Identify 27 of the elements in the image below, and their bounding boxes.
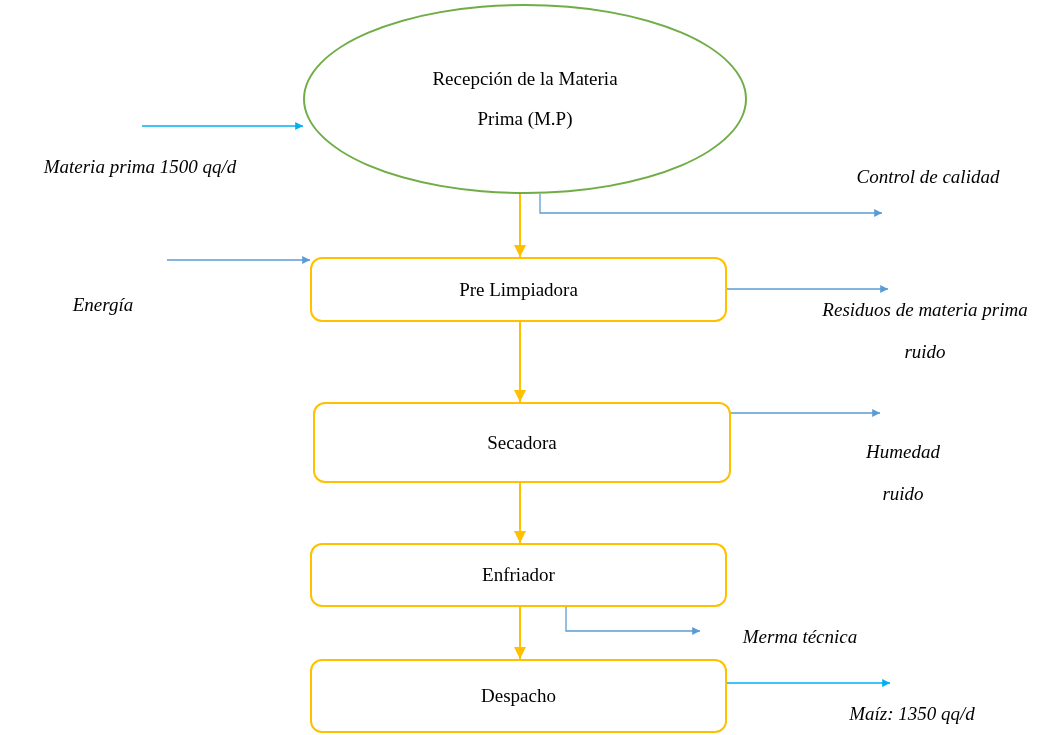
arrow <box>514 321 526 403</box>
edge-label: Residuos de materia prima ruido <box>821 298 1029 364</box>
arrow <box>514 193 526 258</box>
edge-label: Merma técnica <box>741 625 859 649</box>
process-box <box>310 659 727 733</box>
arrow <box>141 122 304 130</box>
edge-label: Energía <box>71 293 135 317</box>
arrow <box>730 409 881 417</box>
arrow <box>565 606 701 635</box>
node-text: Despacho <box>481 685 556 707</box>
arrow <box>726 285 889 293</box>
edge-label: Materia prima 1500 qq/d <box>42 155 238 179</box>
arrow <box>539 193 883 217</box>
arrow <box>726 679 891 687</box>
arrow <box>166 256 311 264</box>
node-text: Pre Limpiadora <box>459 278 578 301</box>
edge-label: Humedad ruido <box>865 440 941 506</box>
edge-label: Maíz: 1350 qq/d <box>848 702 976 726</box>
arrow <box>514 482 526 544</box>
node-text: Secadora <box>487 431 557 454</box>
arrow <box>514 606 526 660</box>
edge-label: Control de calidad <box>855 165 1001 189</box>
node-text: Enfriador <box>482 564 555 586</box>
node-text: Recepción de la Materia Prima (M.P) <box>431 67 619 131</box>
process-box <box>310 543 727 607</box>
process-box <box>313 402 731 483</box>
process-box <box>310 257 727 322</box>
